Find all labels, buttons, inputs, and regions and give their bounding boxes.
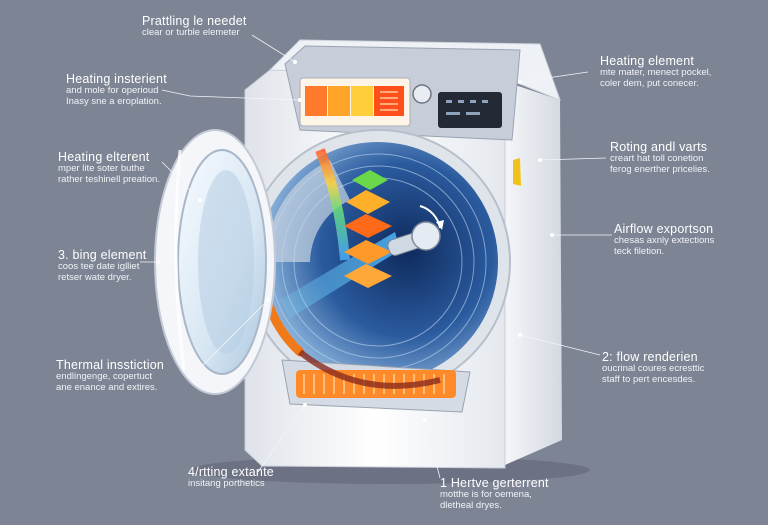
callout-title: Roting andl varts xyxy=(610,140,710,154)
open-door[interactable] xyxy=(155,130,275,394)
callout-title: Heating element xyxy=(600,54,711,68)
callout-title: Prattling le needet xyxy=(142,14,247,28)
callout-flow-renderien: 2: flow renderien oucrinal coures ecrest… xyxy=(602,350,704,386)
callout-desc: ane enance and extires. xyxy=(56,383,164,394)
callout-title: Thermal insstiction xyxy=(56,358,164,372)
callout-title: 1 Hertve gerterrent xyxy=(440,476,549,490)
callout-top-left: Prattling le needet clear or turble elem… xyxy=(142,14,247,39)
callout-desc: clear or turble elemeter xyxy=(142,28,247,39)
drum-hub xyxy=(412,222,440,250)
callout-title: Heating insterient xyxy=(66,72,167,86)
door-latch xyxy=(513,158,521,186)
callout-rtting-extante: 4/rtting extante insitang porthetics xyxy=(188,465,274,490)
callout-bing-element: 3. bing element coos tee date iglliet re… xyxy=(58,248,146,284)
callout-title: Heating elterent xyxy=(58,150,160,164)
control-dial-icon xyxy=(413,85,431,103)
callout-desc: rather teshinell preation. xyxy=(58,175,160,186)
callout-title: 3. bing element xyxy=(58,248,146,262)
callout-desc: staff to pert encesdes. xyxy=(602,375,704,386)
callout-heating-elterent: Heating elterent mper lite soter buthe r… xyxy=(58,150,160,186)
callout-desc: teck filetion. xyxy=(614,247,714,258)
callout-title: 4/rtting extante xyxy=(188,465,274,479)
callout-desc: retser wate dryer. xyxy=(58,273,146,284)
callout-desc: insitang porthetics xyxy=(188,479,274,490)
callout-title: 2: flow renderien xyxy=(602,350,704,364)
callout-roting-andl-varts: Roting andl varts creart hat toll coneti… xyxy=(610,140,710,176)
callout-heating-element: Heating element mte mater, menect pockel… xyxy=(600,54,711,90)
callout-airflow-exportson: Airflow exportson chesas axnly extection… xyxy=(614,222,714,258)
control-display xyxy=(438,92,502,128)
callout-thermal-insstiction: Thermal insstiction endlingenge, copertu… xyxy=(56,358,164,394)
callout-heating-insterient: Heating insterient and mole for operioud… xyxy=(66,72,167,108)
callout-desc: ferog enerther pricelies. xyxy=(610,165,710,176)
top-heating-element xyxy=(305,86,404,116)
callout-desc: coler dem, put conecer. xyxy=(600,79,711,90)
callout-hertve-gerterrent: 1 Hertve gerterrent motthe is for oemena… xyxy=(440,476,549,512)
callout-desc: dletheal dryes. xyxy=(440,501,549,512)
callout-desc: Inasy sne a eroplation. xyxy=(66,97,167,108)
callout-title: Airflow exportson xyxy=(614,222,714,236)
